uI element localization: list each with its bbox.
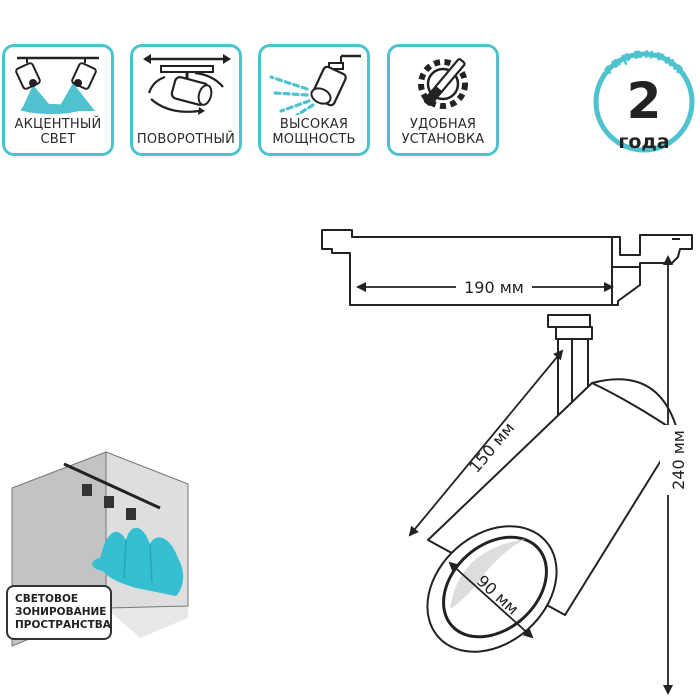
warranty-number: 2 (627, 72, 662, 130)
dimension-length: 190 мм (464, 278, 524, 297)
warranty-badge: гарантия 2 года (593, 46, 695, 153)
track-light-drawing: 190 мм 150 мм 90 мм 240 мм (321, 229, 693, 695)
warranty-bottom-label: года (618, 131, 669, 153)
high-power-icon (269, 54, 361, 115)
installation-icon (418, 58, 468, 109)
accent-light-icon (15, 56, 99, 114)
feature-label: ПОВОРОТНЫЙ (136, 132, 236, 147)
dimension-height: 240 мм (669, 430, 688, 490)
feature-rotating: ПОВОРОТНЫЙ (130, 44, 242, 156)
rotation-icon (143, 54, 231, 115)
